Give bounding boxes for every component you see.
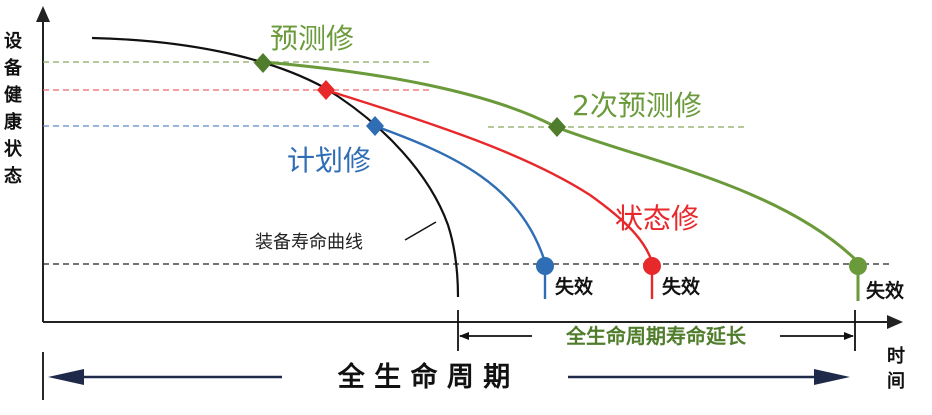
life-curve-label: 装备寿命曲线: [255, 232, 363, 253]
cycle-arrow-right: [814, 369, 850, 385]
condition-label: 状态修: [615, 202, 699, 235]
failure-label-1: 失效: [555, 275, 593, 298]
y-axis-char-3: 健: [4, 84, 22, 106]
failure-label-3: 失效: [866, 279, 904, 302]
full-cycle-label: 全 生 命 周 期: [337, 361, 511, 393]
predictive-failure-point: [849, 257, 867, 275]
planned-diamond-marker: [366, 116, 384, 136]
planned-failure-point: [536, 257, 554, 275]
predictive-diamond-marker: [254, 53, 272, 73]
y-axis-char-4: 康: [4, 111, 23, 133]
x-axis-arrow: [887, 315, 903, 329]
second-predictive-diamond-marker: [548, 117, 566, 137]
planned-label: 计划修: [287, 144, 371, 177]
y-axis-char-2: 备: [3, 57, 23, 79]
x-axis-char-2: 间: [887, 371, 905, 392]
condition-failure-point: [643, 257, 661, 275]
y-axis-arrow: [36, 6, 50, 22]
x-axis-char-1: 时: [887, 346, 905, 367]
y-axis-char-6: 态: [4, 165, 22, 187]
life-extension-label: 全生命周期寿命延长: [565, 324, 747, 348]
condition-maintenance-curve: [325, 88, 654, 263]
second-predictive-label: 2次预测修: [572, 89, 702, 122]
life-curve-label-leader: [404, 221, 437, 241]
condition-diamond-marker: [317, 80, 335, 100]
failure-label-2: 失效: [662, 275, 700, 298]
predictive-label: 预测修: [270, 22, 354, 55]
y-axis-char-5: 状: [4, 138, 23, 160]
cycle-arrow-left: [48, 369, 84, 385]
equipment-life-curve: [91, 36, 460, 298]
planned-maintenance-curve: [374, 124, 547, 263]
y-axis-char-1: 设: [4, 31, 22, 52]
